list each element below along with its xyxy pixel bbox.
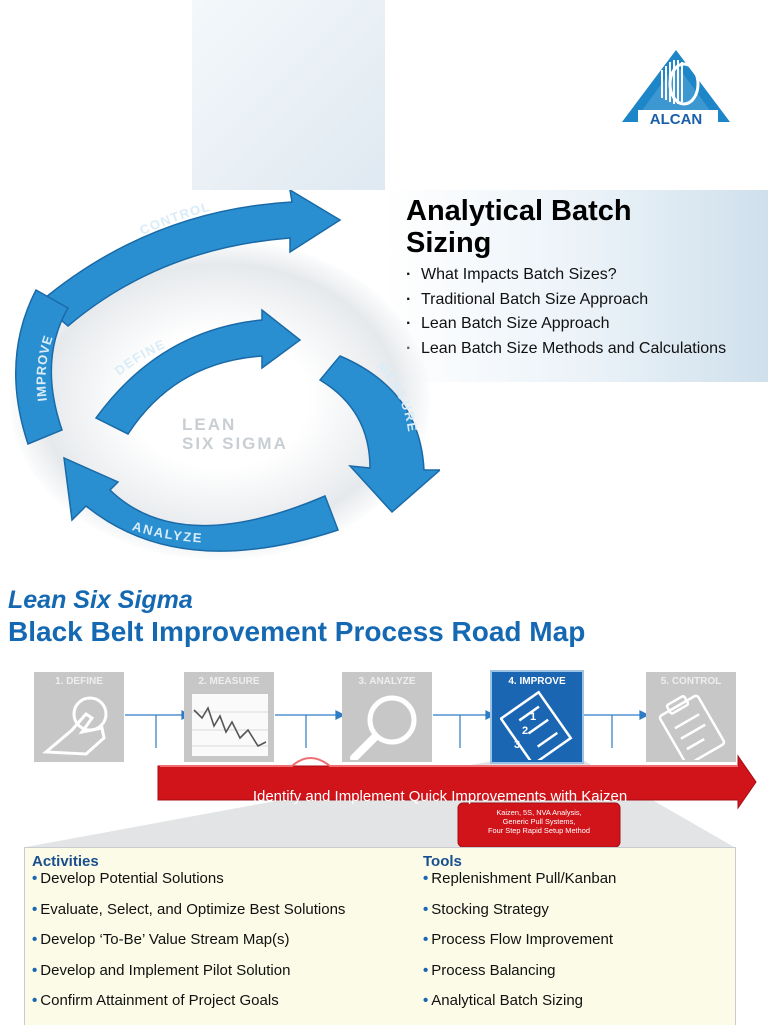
kaizen-tools-line: Four Step Rapid Setup Method (488, 826, 590, 836)
numbered-list-icon: 1 2 3 (500, 690, 573, 760)
tool-item: •Stocking Strategy (423, 900, 549, 918)
kaizen-arrow (157, 754, 757, 810)
bullet-item: Lean Batch Size Methods and Calculations (406, 339, 766, 358)
improve-arrow (15, 288, 70, 445)
bullet-item: What Impacts Batch Sizes? (406, 265, 766, 284)
magnifier-icon (350, 695, 417, 760)
kaizen-tools-text: Kaizen, 5S, NVA Analysis, Generic Pull S… (462, 808, 616, 836)
control-arrow (38, 190, 342, 327)
alcan-logo: ALCAN (618, 50, 734, 130)
activity-item: •Develop and Implement Pilot Solution (32, 961, 291, 979)
kaizen-tools-line: Generic Pull Systems, (502, 817, 576, 827)
tools-heading: Tools (423, 853, 462, 870)
kaizen-tools-line: Kaizen, 5S, NVA Analysis, (496, 808, 582, 817)
roadmap-subtitle: Lean Six Sigma (8, 586, 193, 614)
step-control: 5. CONTROL (646, 672, 736, 762)
lean-six-sigma-center-label: LEAN SIX SIGMA (182, 415, 288, 453)
tool-item: •Process Balancing (423, 961, 556, 979)
center-label-line2: SIX SIGMA (182, 434, 288, 453)
activity-item: •Develop ‘To-Be’ Value Stream Map(s) (32, 931, 290, 948)
step-label: 4. IMPROVE (508, 676, 566, 687)
top-decorative-panel (192, 0, 385, 190)
activities-column: Activities •Develop Potential Solutions … (32, 853, 412, 1023)
svg-text:1: 1 (530, 711, 536, 723)
center-label-line1: LEAN (182, 415, 237, 434)
activity-item: •Develop Potential Solutions (32, 870, 224, 887)
measure-arrow (318, 355, 440, 514)
step-measure: 2. MEASURE (184, 672, 274, 762)
bullet-item: Traditional Batch Size Approach (406, 290, 766, 309)
define-arrow (94, 308, 302, 435)
step-improve: 4. IMPROVE 1 2 3 (490, 670, 584, 764)
step-define: 1. DEFINE (34, 672, 124, 762)
step-label: 5. CONTROL (660, 676, 722, 687)
dmaic-cycle-diagram: CONTROL IMPROVE DEFINE MEASURE ANALYZE (15, 190, 440, 552)
tool-item: •Replenishment Pull/Kanban (423, 870, 617, 887)
svg-text:2: 2 (522, 725, 528, 737)
tool-item: •Analytical Batch Sizing (423, 992, 584, 1009)
tools-list: •Replenishment Pull/Kanban •Stocking Str… (423, 870, 723, 1023)
logo-text: ALCAN (650, 111, 703, 128)
chart-graph-icon (192, 694, 268, 756)
svg-text:3: 3 (514, 739, 520, 751)
activities-heading: Activities (32, 853, 99, 870)
pointing-hand-icon (42, 696, 108, 756)
activity-item: •Confirm Attainment of Project Goals (32, 992, 279, 1009)
page-title: Analytical Batch Sizing (406, 195, 746, 259)
analyze-arrow (63, 456, 339, 552)
topic-bullet-list: What Impacts Batch Sizes? Traditional Ba… (406, 265, 766, 363)
roadmap-connectors (26, 710, 757, 848)
step-label: 1. DEFINE (55, 676, 103, 687)
roadmap-title: Black Belt Improvement Process Road Map (8, 616, 586, 647)
step-label: 3. ANALYZE (358, 676, 416, 687)
kaizen-banner-text: Identify and Implement Quick Improvement… (252, 788, 628, 805)
bullet-item: Lean Batch Size Approach (406, 314, 766, 333)
step-analyze: 3. ANALYZE (342, 672, 432, 762)
activity-item: •Evaluate, Select, and Optimize Best Sol… (32, 900, 346, 918)
activities-list: •Develop Potential Solutions •Evaluate, … (32, 870, 412, 1023)
clipboard-checklist-icon (658, 694, 726, 760)
page-title-line1: Analytical Batch (406, 195, 632, 227)
tools-column: Tools •Replenishment Pull/Kanban •Stocki… (423, 853, 723, 1023)
activities-tools-box: Activities •Develop Potential Solutions … (24, 847, 736, 1025)
step-label: 2. MEASURE (198, 676, 260, 687)
page-title-line2: Sizing (406, 227, 492, 259)
tool-item: •Process Flow Improvement (423, 931, 613, 948)
